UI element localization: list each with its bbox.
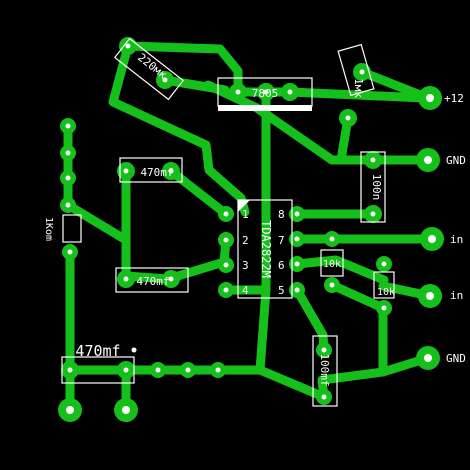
terminal-plus12-label: +12 (444, 92, 464, 105)
vreg-tab (218, 105, 312, 111)
ic-pin-numbers: 1 2 3 4 8 7 6 5 (242, 208, 285, 297)
trace (121, 365, 329, 402)
outline-c-470-top (119, 157, 183, 183)
ic-pin-label: 3 (242, 259, 249, 272)
drill-holes (65, 43, 436, 414)
trace (357, 67, 433, 103)
outline-resistor-1k (62, 214, 82, 243)
silkscreen-outlines (61, 37, 395, 407)
label-ic: TDA2822M (259, 220, 273, 278)
label-c-470-top: 470mf (140, 166, 173, 179)
label-vreg: 7805 (252, 87, 279, 100)
ic-pin-label: 6 (278, 259, 285, 272)
terminal-gnd1-label: GND (446, 154, 466, 167)
label-r-10k-a: 10k (323, 259, 341, 270)
outline-c-470-mid (115, 267, 189, 293)
outline-c-100mf (312, 335, 338, 407)
label-resistor-1k: 1Kom (43, 217, 54, 241)
outline-c-top-right (337, 43, 375, 97)
outline-ic (237, 199, 293, 299)
outline-c-470-bottom (61, 356, 135, 384)
trace (292, 285, 329, 355)
copper-traces (63, 41, 437, 415)
outline-r-10k-a (320, 249, 344, 277)
polarity-mark (131, 347, 137, 353)
label-r-10k-b: 10k (377, 287, 395, 298)
trace (292, 255, 389, 285)
label-c-470-bottom: 470mf (75, 342, 120, 360)
ic-pin-label: 5 (278, 284, 285, 297)
terminal-gnd2-label: GND (446, 352, 466, 365)
trace (123, 41, 243, 97)
ic-pin-label: 4 (242, 284, 249, 297)
ic-pin-label: 2 (242, 234, 249, 247)
ic-pin1-marker (238, 200, 250, 212)
trace (166, 166, 231, 219)
outline-c-100n (360, 151, 386, 223)
ic-pin-label: 7 (278, 234, 285, 247)
ic-pin-label: 1 (242, 208, 249, 221)
outline-c-220 (113, 37, 185, 101)
label-c-100mf: 100mf (318, 353, 331, 386)
label-c-100n: 100n (370, 174, 383, 201)
terminal-in-r-label: in R (450, 289, 470, 302)
outline-r-10k-b (373, 271, 395, 299)
terminal-in-l-label: in L (450, 233, 470, 246)
ic-pin-label: 8 (278, 208, 285, 221)
label-c-top-right: 1мк (352, 78, 365, 98)
label-c-470-mid: 470mf (136, 275, 169, 288)
trace (121, 235, 231, 284)
